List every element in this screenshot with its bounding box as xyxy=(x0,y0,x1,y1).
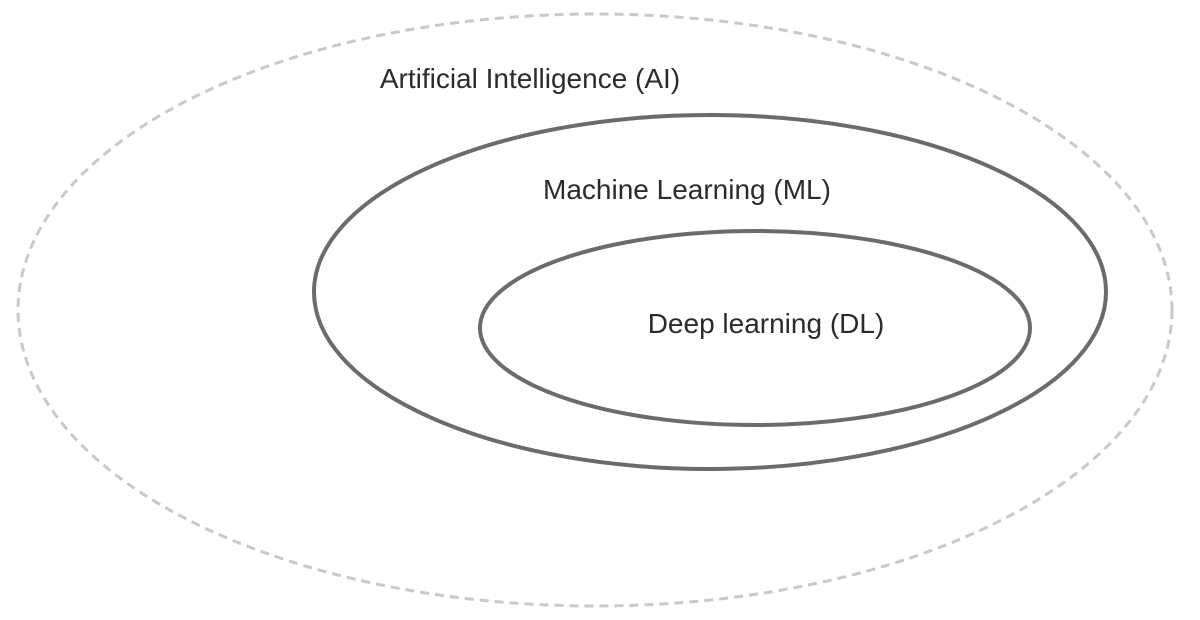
ai-set-label: Artificial Intelligence (AI) xyxy=(380,63,680,94)
dl-set-label: Deep learning (DL) xyxy=(648,308,885,339)
ml-set-ellipse xyxy=(312,113,1108,471)
ml-set-label: Machine Learning (ML) xyxy=(543,174,831,205)
dl-set-ellipse xyxy=(478,229,1032,427)
ai-set-ellipse xyxy=(16,12,1174,608)
